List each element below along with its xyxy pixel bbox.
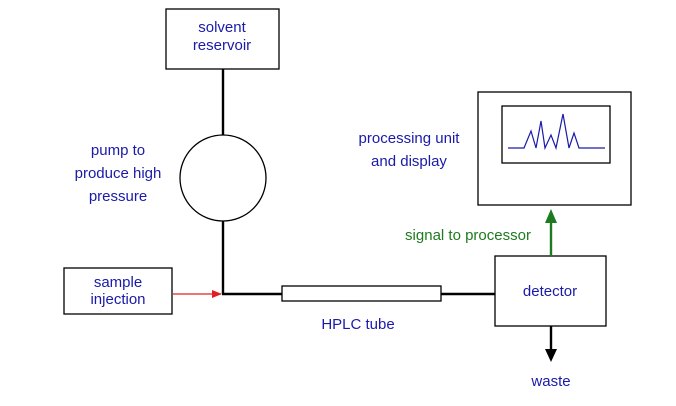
hplc-tube-label: HPLC tube [321,316,394,333]
detector-label: detector [523,283,577,300]
pump-label-line2: produce high [75,165,162,182]
processing-unit-label-line2: and display [371,153,447,170]
chromatogram-trace [508,113,605,151]
signal-arrowhead [545,209,557,223]
sample-injection-label-line1: sample [94,274,142,291]
waste-arrowhead [545,349,557,362]
pump-label-line3: pressure [89,188,147,205]
display-screen [501,105,611,164]
solvent-reservoir-label-line1: solvent [198,19,246,36]
solvent-reservoir-box: solvent reservoir [165,8,280,70]
waste-label: waste [530,373,570,390]
solvent-reservoir-label-line2: reservoir [193,37,251,54]
pump-circle [179,134,267,222]
detector-box: detector [494,255,607,327]
pump-label-line1: pump to [91,142,145,159]
processing-unit-label-line1: processing unit [359,130,461,147]
hplc-tube [281,285,442,302]
signal-label: signal to processor [405,227,531,244]
sample-injection-label-line2: injection [90,291,145,308]
sample-injection-box: sample injection [63,267,173,315]
processing-unit-box [477,91,632,206]
